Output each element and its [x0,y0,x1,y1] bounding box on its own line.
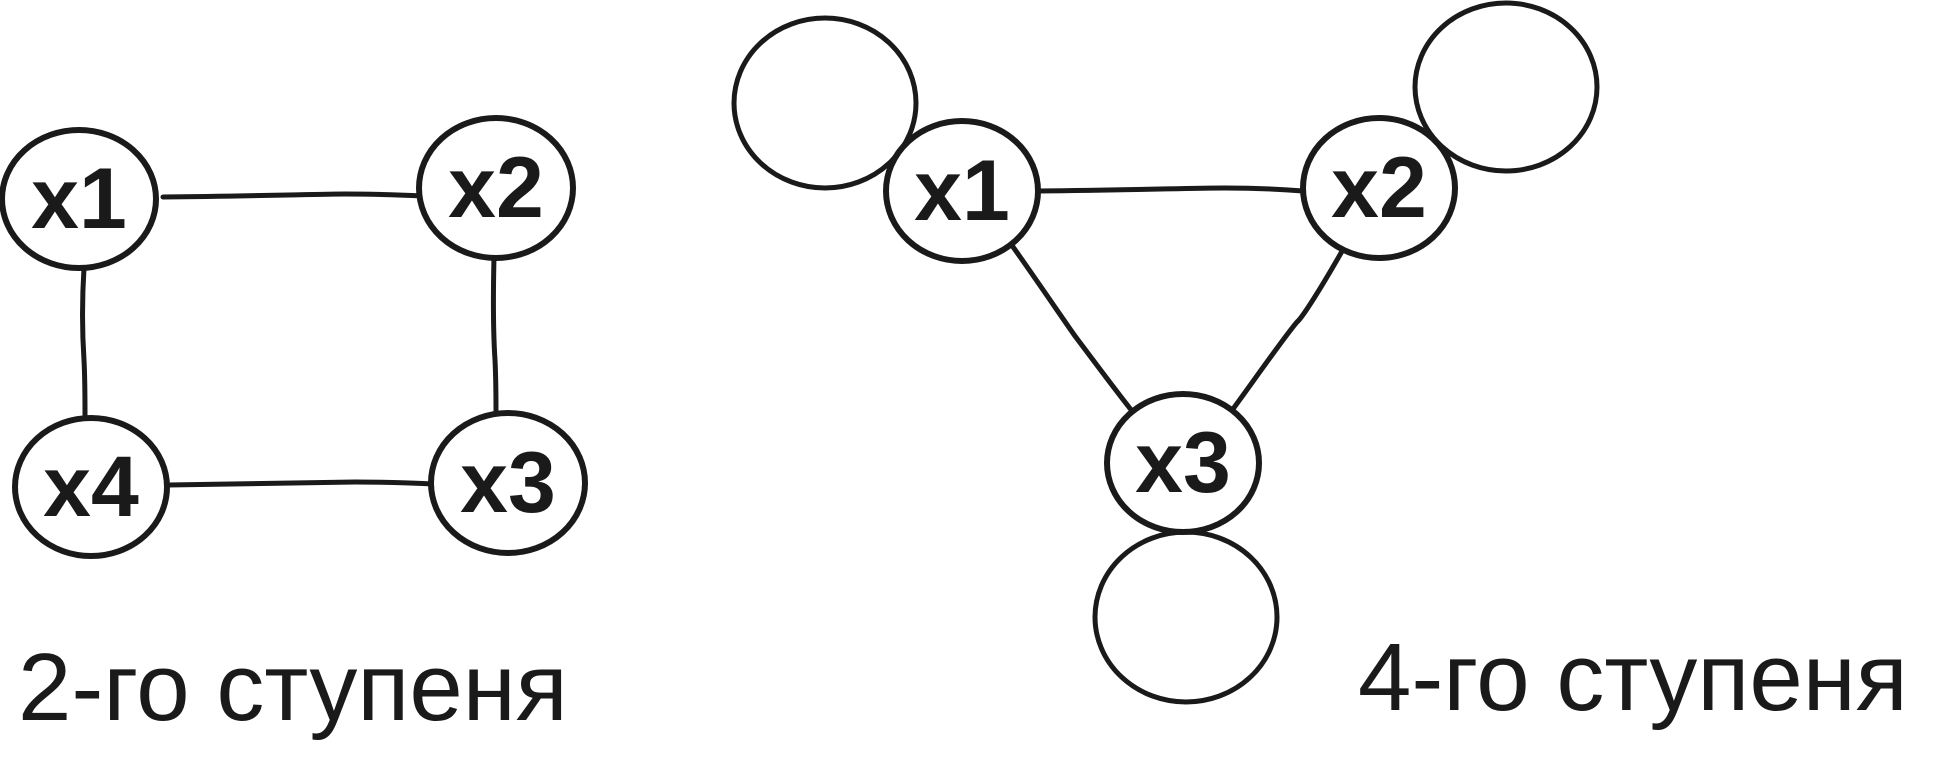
node-label: x2 [448,140,544,236]
node-label: x1 [31,151,127,247]
loop-x3 [1092,529,1280,705]
edge-x1-x3 [1008,241,1135,414]
edge-x1-x2 [160,191,426,200]
graph-degree-2: x1 x2 x3 x4 2-го ступеня [0,115,588,741]
node-x3: x3 [428,410,588,556]
loop-x1 [731,15,919,191]
node-x3: x3 [1104,391,1262,535]
edge-x2-x3 [490,254,499,416]
edge-x4-x1 [80,265,88,418]
node-label: x3 [1135,415,1231,511]
loop-x2 [1412,0,1600,174]
node-label: x3 [460,435,556,531]
node-label: x4 [43,439,139,535]
node-x1: x1 [0,127,159,271]
node-label: x1 [914,143,1010,239]
edge-x3-x4 [165,479,437,488]
node-label: x2 [1331,140,1427,236]
node-x4: x4 [12,415,170,559]
edge-x2-x3 [1230,243,1348,412]
graph-degree-4: x1 x2 x3 4-го ступеня [731,0,1908,731]
node-x1: x1 [883,118,1041,264]
caption-degree-4: 4-го ступеня [1358,624,1908,731]
caption-degree-2: 2-го ступеня [18,634,568,741]
edge-x1-x2 [1035,185,1306,194]
node-x2: x2 [416,115,576,261]
node-x2: x2 [1300,115,1458,261]
